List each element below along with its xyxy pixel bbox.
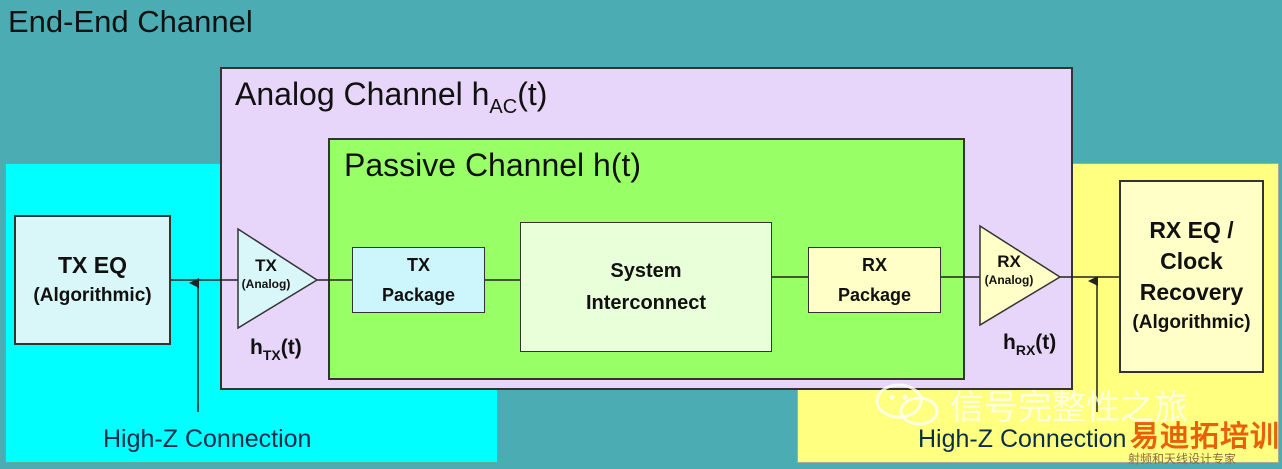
system-interconnect-box: System Interconnect [520,222,772,352]
tx-eq-label: TX EQ [57,252,127,278]
h-tx-suffix: (t) [280,336,302,359]
analog-title-main: Analog Channel h [235,76,490,112]
h-tx-label: hTX(t) [250,336,302,363]
tx-package-label-2: Package [381,285,456,305]
h-rx-suffix: (t) [1035,331,1057,354]
h-rx-main: h [1003,331,1016,354]
tx-amplifier-triangle [237,227,319,330]
tx-amp-type: (Analog) [241,277,291,291]
h-rx-sub: RX [1015,342,1036,358]
analog-channel-title: Analog Channel hAC(t) [235,76,548,118]
h-tx-main: h [250,336,263,359]
brand-logo-text: 易迪拓培训 [1130,421,1281,453]
tx-package-box: TX Package [352,247,485,313]
high-z-connection-label-tx: High-Z Connection [103,425,312,453]
system-interconnect-label-1: System [610,260,682,282]
watermark-text: 信号完整性之旅 [950,389,1188,427]
analog-title-sub: AC [489,96,518,118]
analog-title-suffix: (t) [517,76,548,112]
rx-eq-label-3: Recovery [1139,279,1244,305]
rx-amp-name: RX [997,252,1021,271]
rx-amp-type: (Analog) [984,273,1034,287]
h-tx-sub: TX [262,347,281,363]
tx-eq-box: TX EQ (Algorithmic) [14,215,171,345]
tx-eq-sublabel: (Algorithmic) [33,285,152,306]
tx-package-label-1: TX [406,255,430,275]
rx-eq-label-1: RX EQ / [1149,217,1234,243]
rx-eq-label-4: (Algorithmic) [1132,312,1251,333]
tx-amp-name: TX [255,256,277,275]
rx-package-label-1: RX [861,255,887,275]
tx-amplifier-label: TX (Analog) [240,256,292,292]
passive-channel-title: Passive Channel h(t) [344,147,642,183]
h-rx-label: hRX(t) [1003,331,1057,358]
rx-package-box: RX Package [808,247,941,313]
rx-amplifier-label: RX (Analog) [983,252,1035,288]
system-interconnect-label-2: Interconnect [585,292,707,314]
rx-package-label-2: Package [837,285,912,305]
wechat-icon [875,383,939,426]
page-title: End-End Channel [8,4,253,39]
rx-eq-label-2: Clock [1160,248,1223,274]
rx-amplifier-triangle [979,224,1062,327]
rx-eq-box: RX EQ / Clock Recovery (Algorithmic) [1119,180,1264,373]
high-z-connection-label-rx: High-Z Connection [918,425,1127,453]
brand-tagline: 射频和天线设计专家 [1128,452,1237,466]
